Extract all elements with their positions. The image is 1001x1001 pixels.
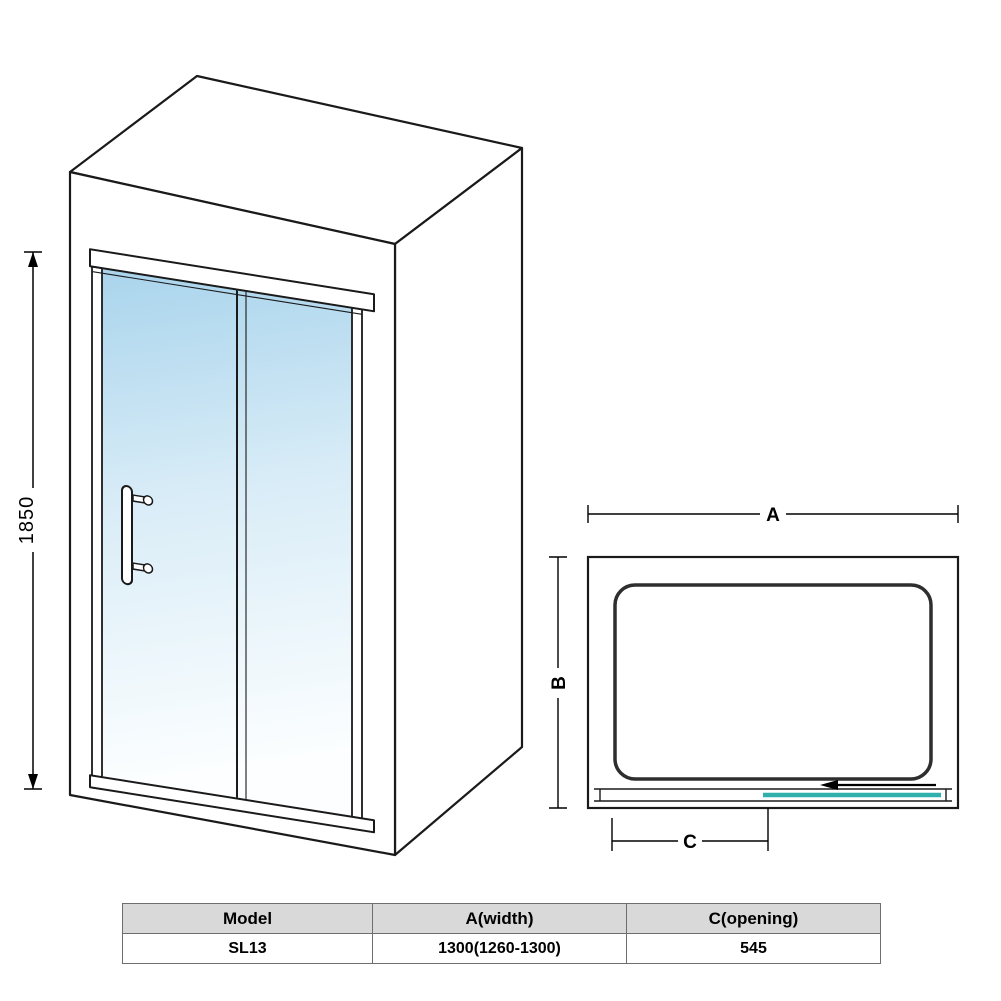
plan-glass-outline [613, 583, 933, 781]
handle-mount-bottom [142, 563, 154, 574]
slide-direction-arrow-icon [820, 780, 936, 790]
opening-dim-label: C [683, 832, 697, 853]
height-dimension: 1850 [12, 251, 42, 790]
spec-value-model: SL13 [122, 933, 373, 964]
handle-mount-top [142, 495, 154, 506]
width-dim-label: A [766, 505, 780, 526]
spec-header-c-opening: C(opening) [626, 903, 881, 934]
door-left-stile [91, 265, 103, 791]
plan-opening-dimension: C [611, 808, 769, 853]
door-glass [102, 268, 352, 817]
depth-dim-label: B [549, 676, 570, 690]
spec-value-a-width: 1300(1260-1300) [372, 933, 627, 964]
plan-width-dimension: A [587, 502, 959, 526]
handle-bar [121, 485, 133, 586]
front-isometric-view: 1850 [12, 74, 524, 857]
height-dim-arrow-up-icon [28, 252, 38, 267]
spec-table-header-row: Model A(width) C(opening) [122, 903, 881, 934]
door-top-track [89, 248, 375, 313]
door-right-stile [351, 306, 363, 832]
spec-value-c-opening: 545 [626, 933, 881, 964]
door-top-channel [92, 271, 362, 315]
height-dim-arrow-down-icon [28, 774, 38, 789]
plan-view: A B C [545, 502, 960, 853]
spec-header-model: Model [122, 903, 373, 934]
plan-outer-rect [586, 555, 960, 810]
spec-header-a-width: A(width) [372, 903, 627, 934]
plan-depth-dimension: B [545, 556, 570, 809]
spec-table-data-row: SL13 1300(1260-1300) 545 [122, 933, 881, 964]
door-handle [121, 485, 154, 586]
sliding-door [89, 248, 375, 834]
spec-table: Model A(width) C(opening) SL13 1300(1260… [122, 903, 881, 964]
enclosure-right-face [393, 146, 524, 857]
height-dimension-label: 1850 [16, 496, 38, 545]
door-bottom-rail [89, 774, 375, 834]
